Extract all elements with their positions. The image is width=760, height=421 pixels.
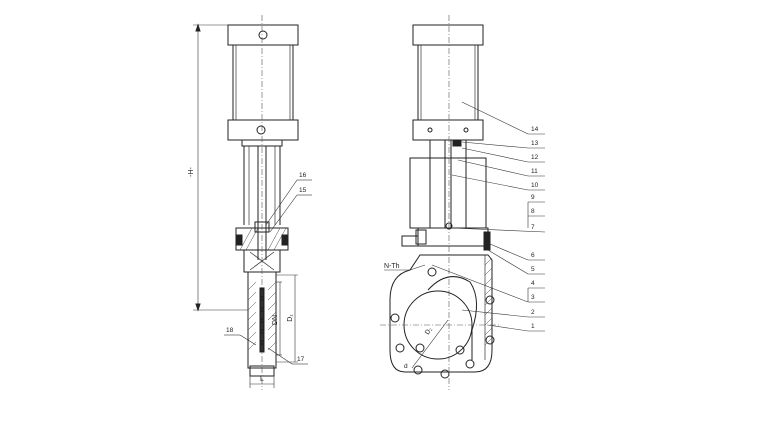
cylinder-top-cap: [227, 24, 299, 46]
front-cylinder-top-cap: [412, 24, 484, 46]
cylinder-body: [232, 44, 294, 121]
d2-label: D₂: [424, 326, 434, 336]
callout-16: 16: [299, 172, 307, 179]
callout-2: 2: [531, 309, 535, 316]
thread-label: N-Th: [384, 263, 400, 270]
front-cylinder-body: [417, 44, 479, 121]
callout-13: 13: [531, 140, 539, 147]
top-cap-bolt: [258, 30, 268, 40]
callout-12: 12: [531, 154, 539, 161]
front-callouts: 14 13 12 11 10 9 8 7 6 5: [431, 101, 546, 332]
callout-6: 6: [531, 252, 535, 259]
callout-8: 8: [531, 208, 535, 215]
front-valve-body: [389, 254, 493, 373]
front-packing-gland: [417, 227, 489, 247]
callout-7: 7: [531, 224, 535, 231]
height-label: -H-: [188, 166, 195, 176]
d-label: d: [404, 363, 408, 370]
front-cylinder-bottom-cap: [412, 119, 484, 141]
callout-17: 17: [297, 356, 305, 363]
bottom-cap-bolt: [256, 125, 266, 135]
flange-bolt-holes: [390, 267, 495, 379]
cylinder-bottom-cap: [227, 119, 299, 141]
callout-11: 11: [531, 168, 538, 175]
front-gate-plate: [427, 276, 477, 360]
callout-4: 4: [531, 280, 535, 287]
front-yoke-frame: [409, 157, 487, 229]
callout-5: 5: [531, 266, 535, 273]
callout-1: 1: [531, 323, 535, 330]
callout-9: 9: [531, 194, 535, 201]
d1-label: D₁: [287, 314, 294, 322]
callout-14: 14: [531, 126, 539, 133]
callout-15: 15: [299, 187, 307, 194]
left-side-view: -H- DN D₁ L 16 15 18 17: [188, 15, 312, 390]
l-label: L: [260, 376, 264, 383]
right-front-view: d D₂ N-Th 14 13 12 11 10 9: [380, 15, 546, 390]
dn-label: DN: [272, 315, 279, 325]
callout-10: 10: [531, 182, 539, 189]
callout-3: 3: [531, 294, 535, 301]
callout-18: 18: [226, 327, 234, 334]
